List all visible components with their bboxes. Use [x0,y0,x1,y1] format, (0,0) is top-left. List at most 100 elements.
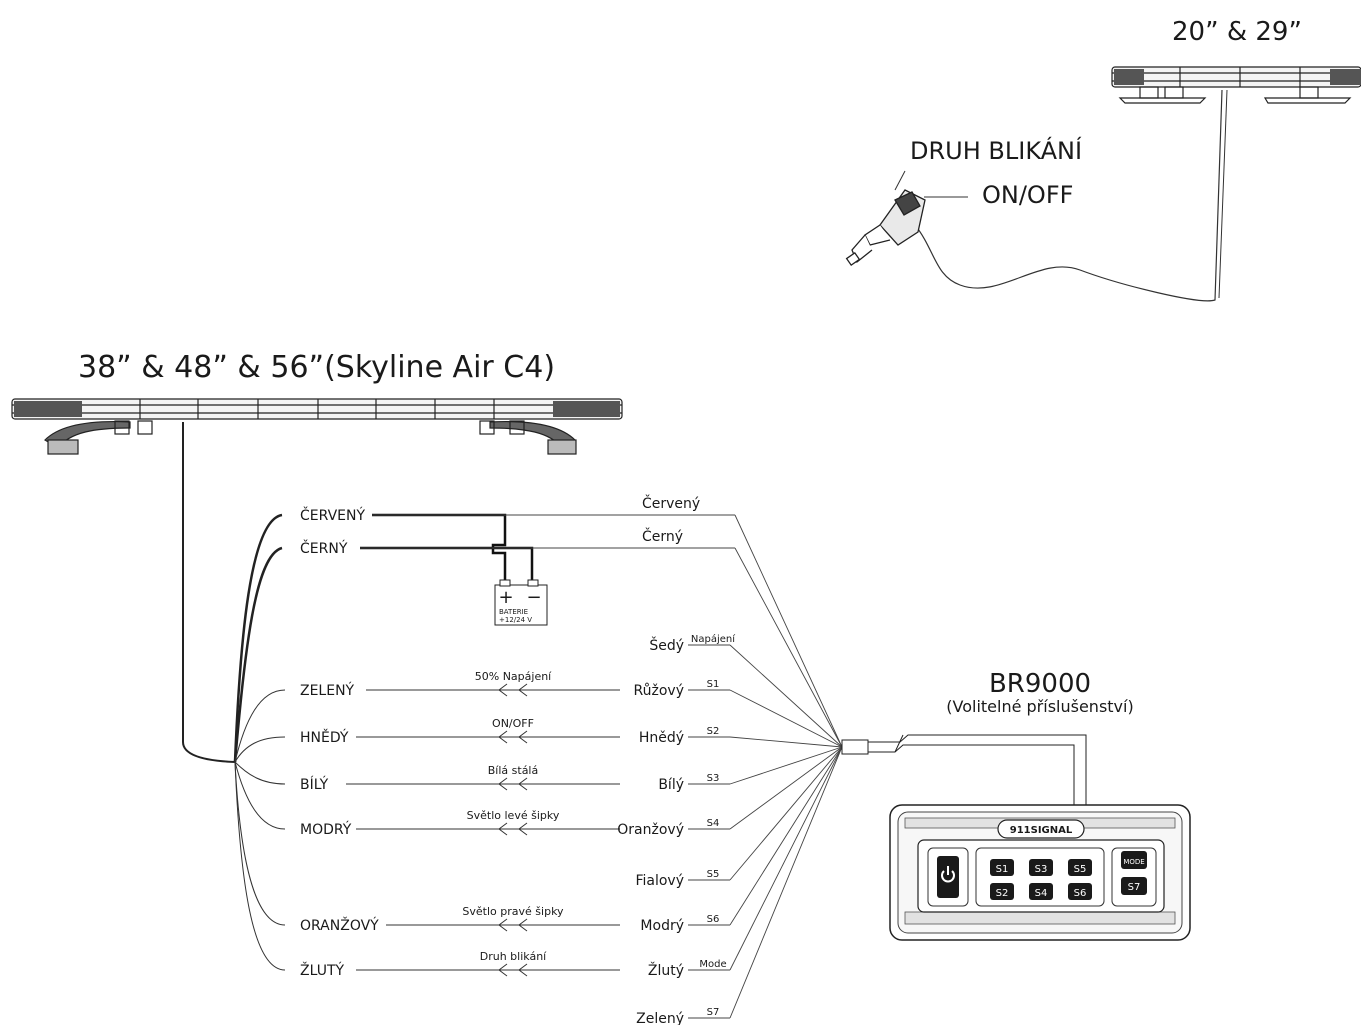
right-wire-label: Oranžový [617,822,684,838]
controller-button-s6[interactable]: S6 [1068,883,1092,900]
left-wire-row-hnedy: HNĚDÝ ON/OFF [300,717,620,746]
right-wire-row-hnedy: Hnědý S2 [639,726,843,748]
controller-button-s7[interactable]: S7 [1121,877,1147,895]
small-bar-title: 20” & 29” [1172,17,1302,47]
left-wire-label: HNĚDÝ [300,729,349,746]
right-wire-label: Růžový [634,683,684,699]
cigarette-plug [845,189,926,267]
battery-minus: − [526,587,541,608]
connector-arrow [518,822,528,836]
wire-line [734,547,843,748]
left-wire-label: ORANŽOVÝ [300,916,379,934]
wire-line [729,746,843,881]
battery-label: BATERIE [499,608,528,616]
controller-brand: 911SIGNAL [1010,825,1073,836]
wire-function-label: Světlo levé šipky [467,809,560,822]
right-wire-row-cerveny: Červený [372,494,843,748]
connector-arrow [518,683,528,697]
wire-line [729,736,843,748]
left-wire-label: MODRÝ [300,821,352,838]
wire-tag: S2 [707,726,720,737]
right-wire-row-fialovy: Fialový S5 [635,746,843,889]
large-light-bar [11,398,623,455]
wire-bundle-connector [841,734,1087,805]
small-light-bar [1111,66,1361,104]
left-wire-red: ČERVENÝ [300,506,365,524]
wire-line [734,514,843,748]
right-wire-label: Žlutý [648,961,684,979]
controller-button-label: MODE [1123,858,1144,866]
plug-mode-label: DRUH BLIKÁNÍ [910,136,1082,165]
connector-arrow [498,777,508,791]
wire-tag: Mode [699,959,726,970]
wire-line [729,746,843,971]
wire-line [729,746,843,785]
right-wire-row-cerny: Černý [360,527,843,748]
right-wire-label: Fialový [635,873,684,889]
wire-tag: S4 [707,818,720,829]
left-wire-row-modry: MODRÝ Světlo levé šipky [300,809,620,838]
left-wire-label: BÍLÝ [300,776,329,793]
connector-arrow [498,963,508,977]
wire-function-label: ON/OFF [492,717,534,730]
connector-arrow [518,777,528,791]
controller-button-s1[interactable]: S1 [990,859,1014,876]
controller-button-s4[interactable]: S4 [1029,883,1053,900]
power-button[interactable] [937,856,959,898]
wire-line [729,644,843,748]
controller-button-label: S2 [996,888,1009,899]
wire-tag: S1 [707,679,720,690]
left-wire-black: ČERNÝ [300,539,348,557]
connector-arrow [518,963,528,977]
left-wire-label: ŽLUTÝ [300,961,344,979]
controller-button-label: S5 [1074,864,1087,875]
connector-arrow [498,822,508,836]
controller-button-label: S1 [996,864,1009,875]
right-wire-label: Šedý [649,636,684,654]
controller-title: BR9000 [989,669,1091,699]
right-wire-row-oranzovy: Oranžový S4 [617,746,843,838]
plug-power-label: ON/OFF [982,181,1073,209]
wire-line [729,689,843,748]
connector-arrow [498,683,508,697]
wire-tag: S7 [707,1007,720,1018]
battery-voltage: +12/24 V [499,616,532,624]
wire-function-label: Světlo pravé šipky [462,905,564,918]
small-bar-cable [914,89,1223,302]
wire-tag: S5 [707,869,720,880]
wire-line [729,746,843,830]
controller-button-s3[interactable]: S3 [1029,859,1053,876]
right-wire-label: Hnědý [639,730,684,746]
connector-arrow [518,730,528,744]
wire-line [729,746,843,926]
right-wire-row-sedy: Šedý Napájení [649,633,843,748]
right-wire-row-zluty: Žlutý Mode [648,746,843,979]
left-wire-row-zluty: ŽLUTÝ Druh blikání [300,950,620,979]
right-wire-label: Modrý [640,918,684,934]
right-wire-label: Černý [642,527,683,545]
power-icon [941,866,955,883]
battery-plus: + [498,587,513,608]
wire-function-label: Druh blikání [480,950,547,963]
connector-arrow [498,730,508,744]
right-wire-label: Červený [642,494,700,512]
wire-function-label: Bílá stálá [488,764,538,777]
controller-button-s5[interactable]: S5 [1068,859,1092,876]
battery: + − BATERIE +12/24 V [360,513,548,626]
controller-button-label: S4 [1035,888,1048,899]
controller-button-s2[interactable]: S2 [990,883,1014,900]
left-wire-row-bily: BÍLÝ Bílá stálá [300,764,620,793]
wire-tag: Napájení [691,633,736,645]
connector-arrow [498,918,508,932]
controller-button-mode[interactable]: MODE [1121,851,1147,869]
controller-button-label: S3 [1035,864,1048,875]
controller-button-label: S7 [1128,882,1141,893]
wire-function-label: 50% Napájení [475,670,552,683]
